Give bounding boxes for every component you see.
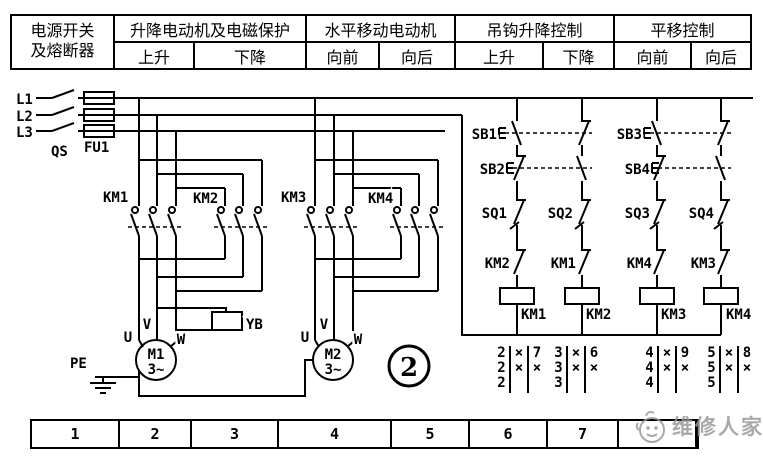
legend-travel-motor: 水平移动电动机: [305, 14, 457, 43]
control-branch-1: SB1 SB2 SQ1 KM2 KM1: [469, 98, 549, 335]
phase-l2-label: L2: [16, 109, 33, 125]
contact-table-3: 4 4 4 × × 9 ×: [645, 345, 690, 393]
watermark-text: 维修人家: [672, 416, 763, 439]
legend-forward-1: 向前: [305, 41, 381, 70]
contact-table-2: 3 3 3 × × 6 ×: [554, 345, 599, 393]
zone-2: 2: [120, 421, 192, 447]
contact-pivots: [131, 206, 262, 214]
coil-km2-label: KM2: [586, 307, 611, 323]
contactor-group-km3-km4: KM3 KM4: [279, 98, 444, 348]
contactor-km3-label: KM3: [281, 190, 306, 206]
zone-4: 4: [279, 421, 392, 447]
motor-m2-terminal-v: V: [320, 317, 329, 333]
zone-5: 5: [392, 421, 470, 447]
legend-forward-2: 向前: [613, 41, 693, 70]
contact-table-4: 5 5 5 × × 8 ×: [707, 345, 752, 393]
button-sb2-label: SB2: [480, 162, 505, 178]
limit-sq4-label: SQ4: [689, 206, 714, 222]
motor-m1-terminal-v: V: [143, 317, 152, 333]
coil-km1-label: KM1: [521, 307, 546, 323]
legend-table: 电源开关 及熔断器 升降电动机及电磁保护 水平移动电动机 吊钩升降控制 平移控制…: [10, 14, 753, 70]
motor-m2-name: M2: [325, 347, 342, 363]
coil-km2: [564, 287, 600, 305]
legend-power-line1: 电源开关: [30, 23, 95, 40]
control-rails: [461, 115, 721, 336]
legend-backward-2: 向后: [690, 41, 753, 70]
legend-backward-1: 向后: [378, 41, 457, 70]
contact-table-1: 2 2 2 × × 7 ×: [497, 345, 542, 393]
zone-8: [619, 421, 697, 447]
contact-pivots: [307, 206, 438, 214]
phase-l1-label: L1: [16, 92, 33, 108]
contactor-km4-label: KM4: [368, 191, 393, 207]
legend-up-1: 上升: [113, 41, 195, 70]
ground-pe-symbol: PE: [68, 354, 313, 397]
button-link-dashes: [505, 132, 731, 169]
switch-qs-label: QS: [51, 144, 68, 160]
zone-6: 6: [470, 421, 548, 447]
motor-m1-terminal-w: W: [177, 332, 186, 348]
phase-l3-label: L3: [16, 125, 33, 141]
control-branch-4: SQ4 KM3 KM4: [651, 98, 754, 335]
fuse-symbol: [83, 108, 115, 122]
interlock-km4-label: KM4: [627, 256, 652, 272]
legend-hook-control: 吊钩升降控制: [454, 14, 616, 43]
zone-1: 1: [32, 421, 120, 447]
legend-translation-control: 平移控制: [613, 14, 753, 43]
control-branch-2: SQ2 KM1 KM2: [506, 98, 614, 335]
brake-yb-symbol: YB: [157, 307, 265, 336]
motor-m2-terminal-u: U: [301, 330, 309, 346]
interlock-km3-label: KM3: [691, 256, 716, 272]
interlock-km2-label: KM2: [485, 256, 510, 272]
contactor-km2-label: KM2: [193, 191, 218, 207]
legend-down-2: 下降: [542, 41, 616, 70]
motor-m2-type: 3~: [325, 362, 342, 378]
contactor-km1-label: KM1: [103, 190, 128, 206]
legend-hoist-motor: 升降电动机及电磁保护: [112, 14, 308, 43]
coil-km4-label: KM4: [726, 307, 751, 323]
brake-yb-label: YB: [246, 317, 263, 333]
coil-km4: [703, 287, 739, 305]
coil-km3: [639, 287, 675, 305]
coil-km3-label: KM3: [661, 307, 686, 323]
fuse-symbol: [83, 124, 115, 138]
zone-7: 7: [548, 421, 619, 447]
motor-m2-symbol: M2 3~ U V W: [298, 315, 365, 381]
figure-number-badge: 2: [387, 344, 431, 388]
power-supply-section: L1 L2 L3 QS FU1: [14, 89, 753, 163]
button-sb3-label: SB3: [617, 127, 642, 143]
control-branch-3: SB3 SB4 SQ3 KM4 KM3: [614, 98, 689, 335]
limit-sq3-label: SQ3: [625, 206, 650, 222]
watermark: 维修人家: [634, 406, 763, 446]
motor-m1-terminal-u: U: [124, 330, 132, 346]
limit-sq1-label: SQ1: [482, 206, 507, 222]
legend-power-line2: 及熔断器: [30, 43, 95, 60]
button-sb1-label: SB1: [472, 127, 497, 143]
interlock-km1-label: KM1: [551, 256, 576, 272]
fuse-symbol: [83, 91, 115, 105]
fuse-fu1-label: FU1: [84, 140, 109, 156]
legend-power-switch-fuse: 电源开关 及熔断器: [10, 14, 115, 70]
motor-m1-symbol: M1 3~ U V W: [121, 315, 188, 381]
legend-up-2: 上升: [454, 41, 545, 70]
contactor-group-km1-km2: KM1 KM2: [101, 98, 268, 348]
limit-sq2-label: SQ2: [548, 206, 573, 222]
figure-number: 2: [400, 353, 418, 383]
coil-km1: [499, 287, 535, 305]
motor-m1-name: M1: [148, 347, 165, 363]
mascot-face-icon: [635, 411, 665, 443]
button-sb4-label: SB4: [625, 162, 650, 178]
legend-down-1: 下降: [192, 41, 308, 70]
motor-m1-type: 3~: [148, 362, 165, 378]
motor-m2-terminal-w: W: [354, 332, 363, 348]
zone-3: 3: [192, 421, 279, 447]
ground-pe-label: PE: [70, 356, 87, 372]
zone-number-strip: 1 2 3 4 5 6 7: [30, 419, 699, 449]
